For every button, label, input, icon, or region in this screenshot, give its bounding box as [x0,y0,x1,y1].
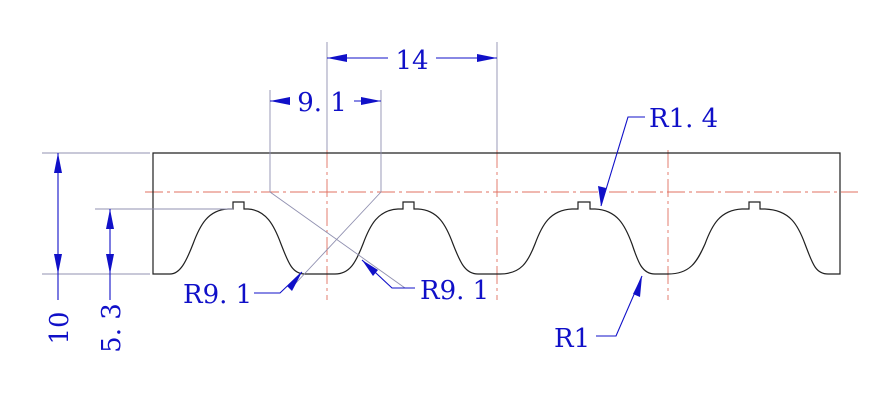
radius-line-a [269,191,406,289]
radius-top-label: R1. 4 [649,104,718,134]
radius-lines [269,191,406,289]
radius-left-callout: R9. 1 [183,271,303,310]
pitch-arrow-left [327,54,347,62]
tooth-depth-label: 5. 3 [97,303,127,353]
radius-right-callout: R9. 1 [361,259,489,306]
tooth-width-dimension: 9. 1 [270,88,381,118]
depth-arrow-bottom [106,254,114,274]
width-arrow-right [361,97,381,105]
radius-right-arrow [362,260,378,276]
depth-arrow-top [106,209,114,229]
radius-top-arrow [598,186,606,206]
tooth-width-label: 9. 1 [297,88,347,118]
radius-left-label: R9. 1 [183,280,252,310]
radius-top-callout: R1. 4 [598,104,718,207]
pitch-arrow-right [477,54,497,62]
total-height-label: 10 [45,311,75,344]
centerlines [145,150,858,300]
radius-line-b [294,191,382,285]
total-height-dimension: 10 [45,153,75,345]
radius-left-arrow [287,272,302,291]
extension-lines [42,42,498,275]
radius-bottom-callout: R1 [554,275,643,354]
radius-right-leader [361,259,415,289]
radius-top-leader [600,116,645,207]
radius-bottom-leader [596,275,643,337]
height-arrow-top [54,153,62,173]
tooth-depth-dimension: 5. 3 [97,209,127,353]
radius-bottom-arrow [633,276,642,297]
radius-bottom-label: R1 [554,324,590,354]
pitch-dimension: 14 [327,46,497,76]
radius-right-label: R9. 1 [420,276,489,306]
width-arrow-left [270,97,290,105]
belt-profile [152,152,841,275]
height-arrow-bottom [54,254,62,274]
pitch-label: 14 [395,46,428,76]
